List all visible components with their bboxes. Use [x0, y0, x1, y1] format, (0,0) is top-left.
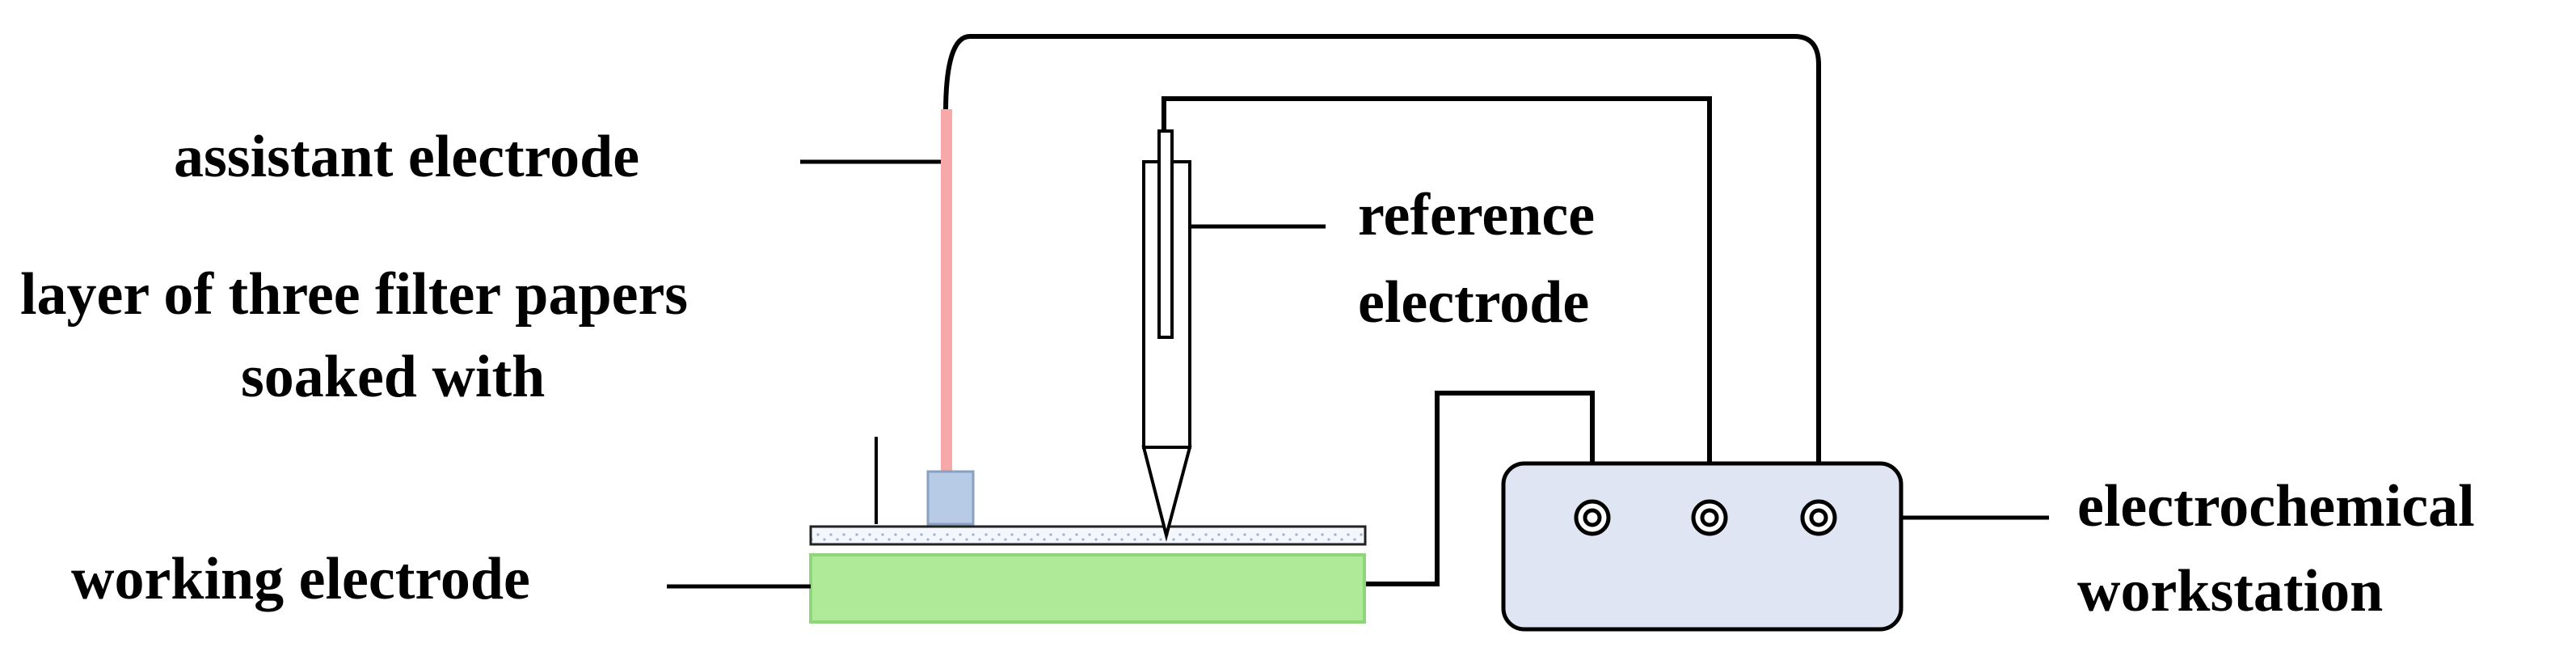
reference-electrode — [1141, 129, 1192, 542]
label-workstation-line1: electrochemical — [2077, 473, 2475, 539]
label-filter-papers-line2: soaked with — [241, 344, 545, 410]
reference-electrode-inner-tube — [1157, 129, 1174, 339]
assistant-electrode — [926, 109, 975, 526]
workstation-port-left — [1574, 499, 1611, 536]
label-assistant-electrode: assistant electrode — [174, 124, 639, 190]
label-filter-papers-line1: layer of three filter papers — [20, 261, 688, 328]
workstation-port-middle — [1691, 499, 1728, 536]
wires — [943, 34, 1821, 586]
label-reference-line1: reference — [1358, 182, 1595, 248]
reference-electrode-tip — [1141, 446, 1192, 542]
label-reference-line2: electrode — [1358, 269, 1589, 336]
working-electrode — [809, 553, 1366, 624]
label-workstation-line2: workstation — [2077, 558, 2383, 624]
wire-reference — [1162, 96, 1712, 501]
leader-lines — [667, 159, 2049, 589]
label-working-electrode: working electrode — [71, 546, 530, 612]
filter-paper-layer — [809, 525, 1367, 546]
workstation-box — [1501, 461, 1904, 632]
assistant-electrode-clip — [926, 470, 975, 526]
workstation-port-right — [1800, 499, 1837, 536]
wire-working — [1364, 391, 1595, 586]
wire-assistant — [943, 34, 1821, 501]
assistant-electrode-rod — [941, 109, 952, 473]
electrochemical-workstation — [1501, 461, 1904, 632]
